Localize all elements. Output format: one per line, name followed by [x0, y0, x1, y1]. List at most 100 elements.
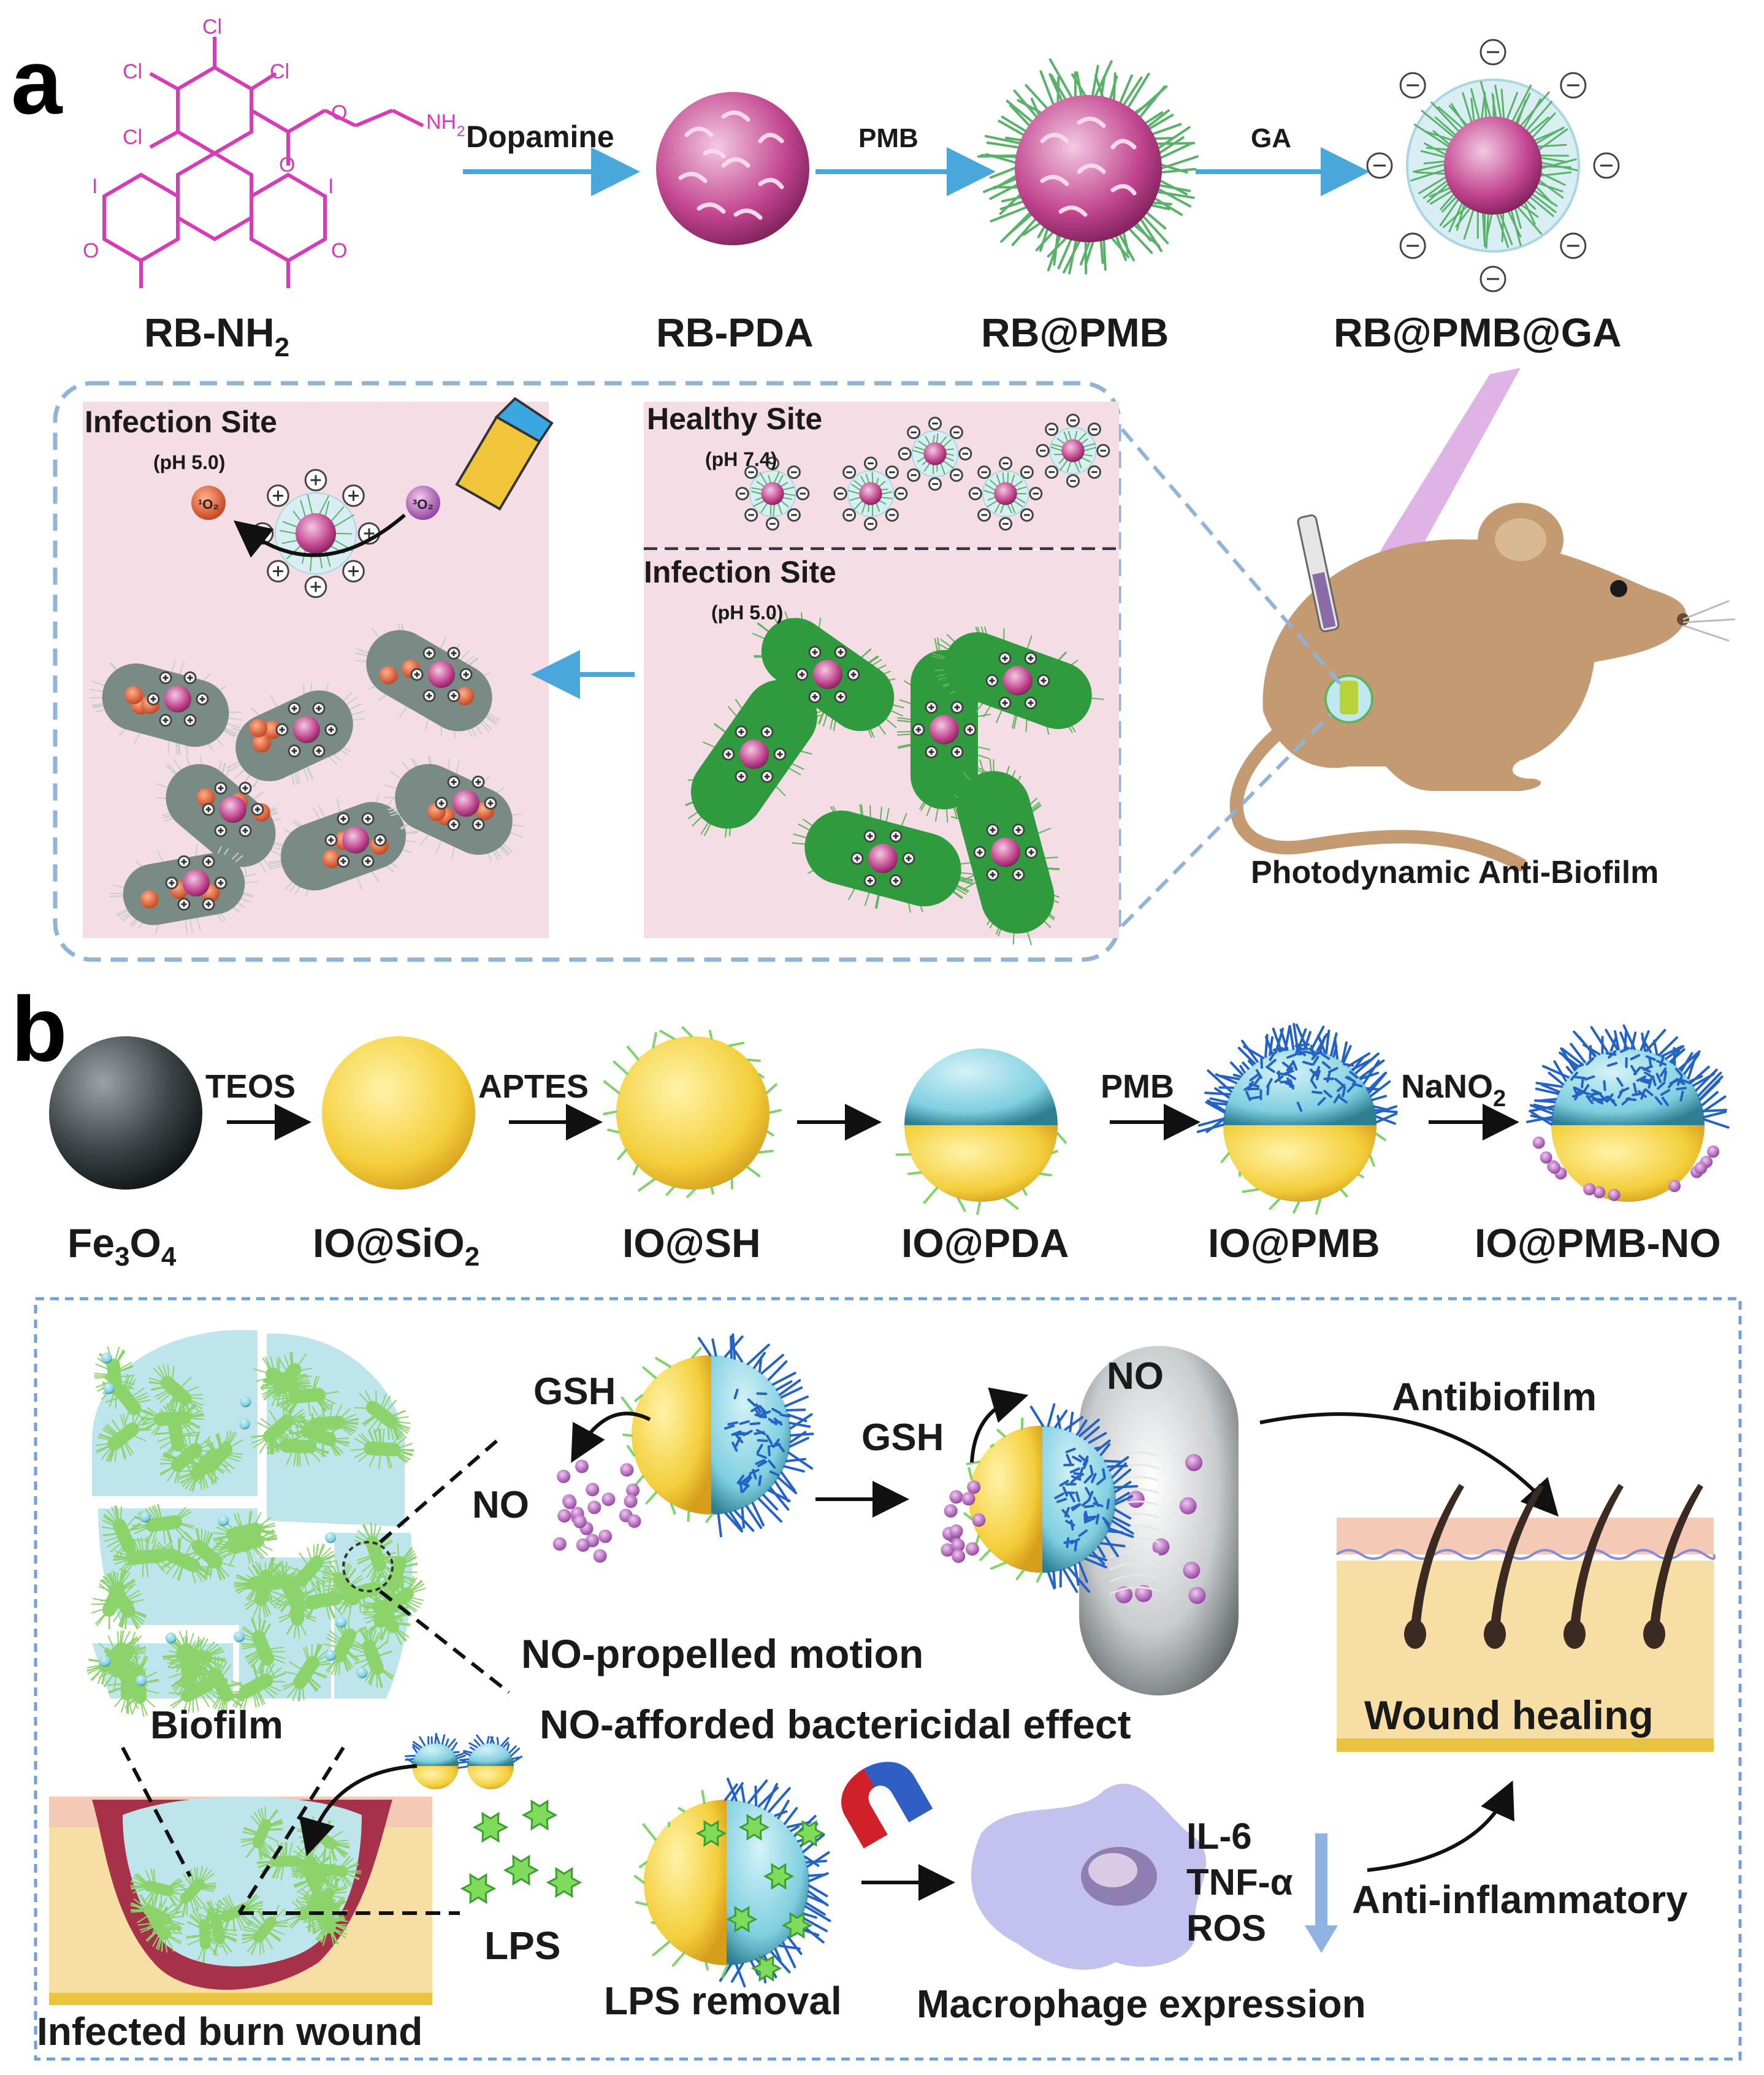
pilus — [118, 1371, 121, 1385]
bacterium — [241, 1905, 289, 1955]
ligand-strand — [876, 478, 879, 484]
pilus — [128, 1663, 140, 1671]
triplet-oxygen-sphere — [406, 486, 440, 520]
pilus — [86, 1666, 101, 1672]
pilus — [357, 1452, 369, 1462]
ligand-strand — [789, 1413, 813, 1430]
pilus — [898, 744, 912, 749]
pilus — [267, 1663, 275, 1676]
pilus — [369, 1567, 376, 1581]
bacterium-body — [102, 663, 229, 747]
pilus — [383, 797, 397, 799]
pmb-dash — [1570, 1071, 1578, 1081]
pilus — [267, 1596, 279, 1606]
ligand-strand — [1075, 1419, 1088, 1436]
ligand-strand — [1645, 1029, 1667, 1052]
pilus — [510, 831, 524, 838]
pilus — [250, 1657, 261, 1668]
pmb-dash — [1247, 1080, 1254, 1091]
ligand-strand — [1534, 126, 1565, 145]
pilus — [110, 895, 124, 898]
ligand-strand — [1369, 1080, 1391, 1098]
pilus — [175, 741, 178, 755]
pilus — [270, 694, 278, 708]
pilus — [199, 1637, 205, 1651]
label-gsh-1: GSH — [533, 1370, 616, 1413]
pilus — [274, 1922, 288, 1925]
pilus — [155, 1920, 159, 1935]
ligand-strand — [1155, 186, 1192, 208]
pilus — [346, 1873, 359, 1881]
pilus — [169, 1692, 183, 1695]
bacterium-body — [362, 1639, 384, 1675]
ligand-strand — [617, 1148, 627, 1161]
pilus — [104, 1425, 116, 1435]
lps-star — [750, 1955, 782, 1982]
pilus — [931, 655, 945, 660]
pilus — [266, 1598, 277, 1609]
dash-link-top — [1120, 428, 1345, 688]
step-ga: GA — [1251, 123, 1291, 153]
ligand-strand — [1272, 1027, 1283, 1052]
pilus — [247, 1566, 256, 1578]
pilus — [164, 1939, 168, 1953]
pilus — [953, 806, 958, 820]
pilus — [314, 1643, 321, 1657]
pilus — [172, 1565, 180, 1579]
ligand-strand — [486, 1736, 490, 1744]
ligand-strand — [1680, 1052, 1693, 1072]
pilus — [114, 1546, 123, 1558]
pilus — [172, 1699, 183, 1709]
pilus — [354, 1437, 367, 1446]
ligand-strand — [1697, 1071, 1722, 1097]
ligand-strand — [1050, 446, 1063, 451]
ligand-strand — [445, 1738, 449, 1746]
pmb-dash — [1266, 1066, 1275, 1073]
pilus — [207, 1643, 219, 1654]
pilus — [288, 1917, 300, 1928]
pilus — [197, 1527, 200, 1542]
pilus — [464, 654, 475, 665]
ligand-strand — [1047, 1403, 1056, 1427]
pilus — [215, 1546, 229, 1554]
pilus — [960, 872, 974, 875]
pilus — [199, 1866, 204, 1880]
rb-pmb-ga-particle — [1366, 39, 1620, 292]
no-molecule — [593, 1549, 607, 1563]
pilus — [132, 1876, 145, 1884]
pilus — [229, 1432, 238, 1445]
ligand-strand — [469, 1746, 475, 1751]
pilus — [116, 1631, 120, 1645]
no-molecule — [1583, 1183, 1596, 1196]
pilus — [383, 1395, 391, 1408]
pilus — [408, 1576, 414, 1589]
pmb-dash — [1086, 1515, 1098, 1519]
pilus — [345, 1565, 353, 1578]
ligand-strand — [940, 463, 945, 475]
pilus — [121, 1615, 126, 1629]
pilus — [261, 1851, 273, 1859]
pilus — [1109, 1586, 1159, 1595]
pmb-dash — [1342, 1086, 1346, 1098]
pilus — [248, 1919, 261, 1928]
pilus — [180, 1536, 193, 1544]
pmb-dash — [1285, 1066, 1294, 1076]
pilus — [208, 1646, 222, 1654]
pilus — [177, 1567, 183, 1581]
pilus — [333, 1887, 347, 1893]
pilus — [180, 1523, 194, 1529]
pilus — [310, 1451, 321, 1462]
pilus — [206, 1907, 213, 1920]
ligand-strand — [1439, 197, 1460, 226]
pilus — [298, 1388, 311, 1394]
pilus — [288, 1431, 302, 1434]
pilus — [289, 1426, 294, 1440]
pilus — [169, 1892, 183, 1895]
pilus — [300, 1862, 314, 1867]
ligand-strand — [943, 439, 952, 447]
no-molecule — [952, 1549, 966, 1563]
pilus — [989, 758, 992, 773]
pilus — [370, 1607, 384, 1609]
pilus — [157, 1504, 162, 1518]
pilus — [325, 1565, 336, 1575]
